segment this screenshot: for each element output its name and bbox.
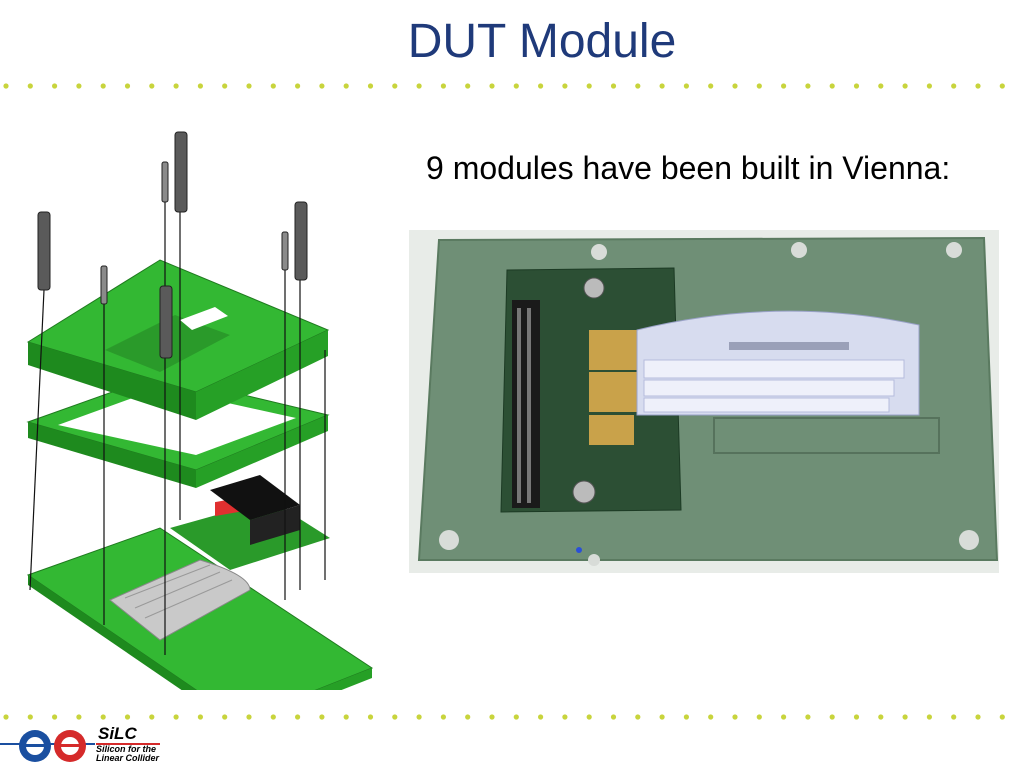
logo-name: SiLC — [98, 724, 137, 743]
silc-logo — [0, 730, 160, 762]
bottom-dotted-separator — [3, 714, 1005, 720]
mounting-holes — [439, 242, 979, 566]
alignment-lines — [29, 190, 326, 655]
top-dotted-separator — [3, 83, 1005, 89]
base-pcb-board — [26, 475, 374, 690]
module-photo — [409, 230, 999, 573]
screws — [37, 131, 308, 359]
hybrid-chips — [589, 330, 639, 445]
logo-tagline: Silicon for the Linear Collider — [96, 744, 160, 763]
exploded-module-illustration — [26, 131, 374, 690]
subtitle: 9 modules have been built in Vienna: — [426, 150, 951, 186]
top-cover-plate — [26, 259, 330, 420]
slide-title: DUT Module — [407, 15, 677, 68]
spacer-frame — [26, 374, 330, 488]
